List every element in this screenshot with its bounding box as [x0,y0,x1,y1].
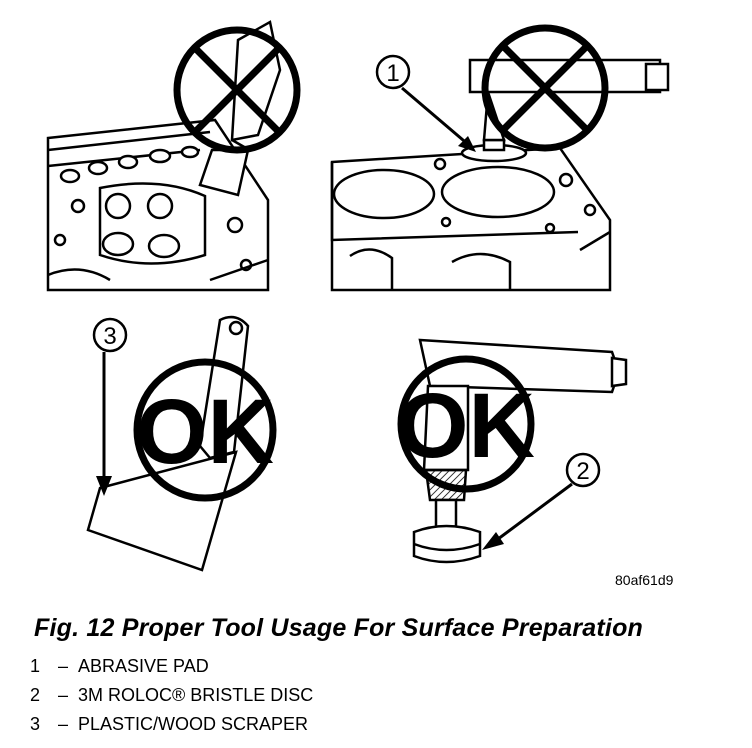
figure-id: 80af61d9 [615,572,674,588]
callout-1: 1 [375,54,476,152]
prohibited-sign-icon [481,24,609,152]
legend-text: 3M ROLOC® BRISTLE DISC [78,685,314,705]
callout-3: 3 [92,317,128,496]
legend-item: 3 – PLASTIC/WOOD SCRAPER [30,710,313,739]
legend-number: 1 [30,656,41,676]
svg-text:2: 2 [576,458,589,485]
legend-list: 1 – ABRASIVE PAD 2 – 3M ROLOC® BRISTLE D… [30,652,313,739]
legend-item: 1 – ABRASIVE PAD [30,652,313,681]
plastic-scraper-illustration [86,315,250,572]
svg-text:OK: OK [397,375,535,477]
engine-block-illustration [330,58,670,292]
callout-2: 2 [482,452,601,550]
legend-text: PLASTIC/WOOD SCRAPER [78,714,309,734]
legend-dash: – [57,656,68,676]
prohibited-sign-icon [173,26,301,154]
cylinder-head-left-illustration [46,20,282,292]
legend-dash: – [57,685,68,705]
legend-dash: – [57,714,68,734]
svg-text:1: 1 [386,60,399,87]
ok-sign-icon: OK [397,355,535,493]
tool-usage-illustration: 1 OK 3 OK 2 80af61d9 [46,20,674,588]
svg-text:3: 3 [103,323,116,350]
legend-number: 3 [30,714,41,734]
legend-text: ABRASIVE PAD [78,656,209,676]
svg-text:OK: OK [136,381,274,483]
legend-item: 2 – 3M ROLOC® BRISTLE DISC [30,681,313,710]
figure-caption: Fig. 12 Proper Tool Usage For Surface Pr… [34,614,644,642]
legend-number: 2 [30,685,41,705]
ok-sign-icon: OK [133,358,277,502]
